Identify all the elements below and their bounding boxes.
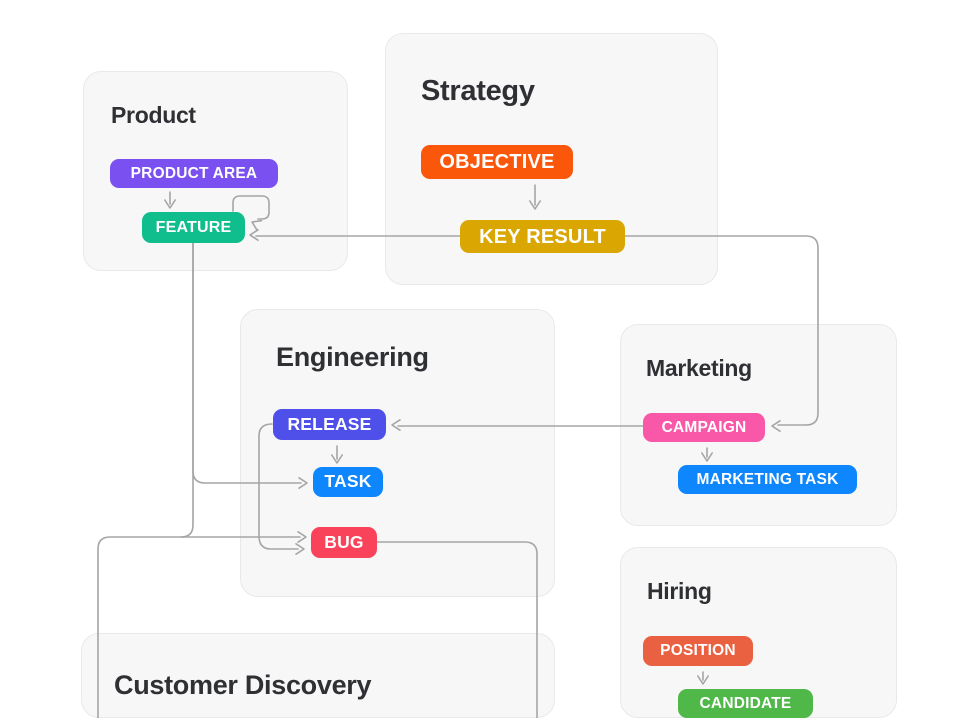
pill-key-result[interactable]: KEY RESULT	[460, 220, 625, 253]
pill-feature[interactable]: FEATURE	[142, 212, 245, 243]
pill-objective[interactable]: OBJECTIVE	[421, 145, 573, 179]
pill-bug[interactable]: BUG	[311, 527, 377, 558]
card-title-marketing: Marketing	[646, 355, 752, 381]
pill-release[interactable]: RELEASE	[273, 409, 386, 440]
pill-campaign[interactable]: CAMPAIGN	[643, 413, 765, 442]
pill-marketing-task[interactable]: MARKETING TASK	[678, 465, 857, 494]
card-title-strategy: Strategy	[421, 75, 535, 107]
pill-candidate[interactable]: CANDIDATE	[678, 689, 813, 718]
card-title-customer-discovery: Customer Discovery	[114, 670, 372, 700]
pill-product-area[interactable]: PRODUCT AREA	[110, 159, 278, 188]
card-title-engineering: Engineering	[276, 342, 429, 372]
card-title-product: Product	[111, 102, 196, 128]
card-engineering[interactable]: Engineering	[240, 309, 555, 597]
card-customer-discovery[interactable]: Customer Discovery	[81, 633, 555, 718]
pill-task[interactable]: TASK	[313, 467, 383, 497]
pill-position[interactable]: POSITION	[643, 636, 753, 666]
card-title-hiring: Hiring	[647, 578, 712, 604]
